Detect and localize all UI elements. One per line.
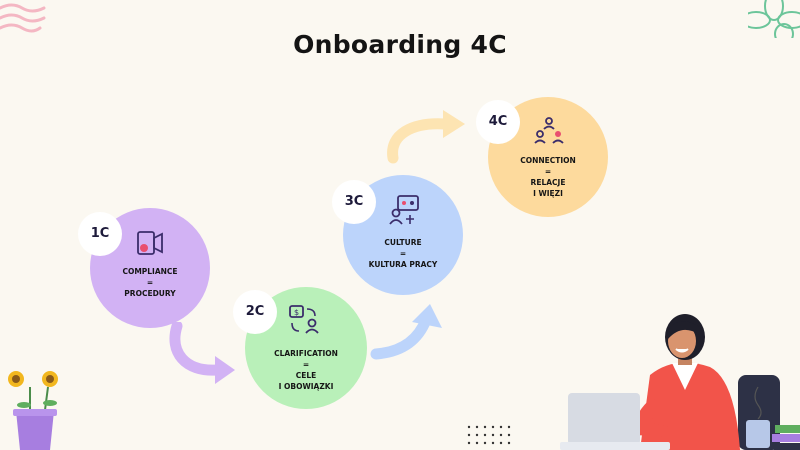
step-desc-3c: KULTURA PRACY (368, 260, 438, 269)
step-desc2-2c: I OBOWIĄZKI (278, 382, 334, 391)
step-label-2c: CLARIFICATION = CELE I OBOWIĄZKI (255, 348, 357, 392)
step-badge-1c: 1C (78, 212, 122, 256)
presentation-icon (389, 195, 419, 225)
step-desc2-4c: I WIĘZI (533, 189, 563, 198)
step-label-1c: COMPLIANCE = PROCEDURY (100, 266, 200, 299)
step-equals-3c: = (399, 249, 407, 258)
step-name-4c: CONNECTION (520, 156, 576, 165)
step-badge-4c: 4C (476, 100, 520, 144)
dot-pattern-icon (467, 425, 511, 445)
step-equals-1c: = (146, 278, 154, 287)
network-icon (534, 117, 564, 144)
step-desc-2c: CELE (295, 371, 317, 380)
step-desc-1c: PROCEDURY (124, 289, 176, 298)
step-name-2c: CLARIFICATION (274, 349, 338, 358)
page-title: Onboarding 4C (293, 30, 507, 59)
flower-pot-icon (8, 371, 58, 450)
step-equals-4c: = (544, 167, 552, 176)
wave-decoration-icon (0, 3, 46, 33)
step-name-3c: CULTURE (384, 238, 422, 247)
step-badge-2c: 2C (233, 290, 277, 334)
arrow-2c-to-3c-icon (370, 304, 442, 360)
step-label-3c: CULTURE = KULTURA PRACY (353, 237, 453, 270)
arrow-1c-to-2c-icon (169, 322, 235, 384)
video-icon (137, 231, 163, 255)
arrow-3c-to-4c-icon (387, 110, 465, 164)
step-badge-3c: 3C (332, 180, 376, 224)
step-name-1c: COMPLIANCE (122, 267, 178, 276)
svg-text:$: $ (294, 308, 299, 317)
step-equals-2c: = (302, 360, 310, 369)
exchange-icon: $ (289, 305, 319, 334)
flower-decoration-icon (748, 0, 800, 38)
step-label-4c: CONNECTION = RELACJE I WIĘZI (498, 155, 598, 199)
step-desc-4c: RELACJE (530, 178, 566, 187)
woman-at-laptop-illustration (560, 314, 800, 450)
